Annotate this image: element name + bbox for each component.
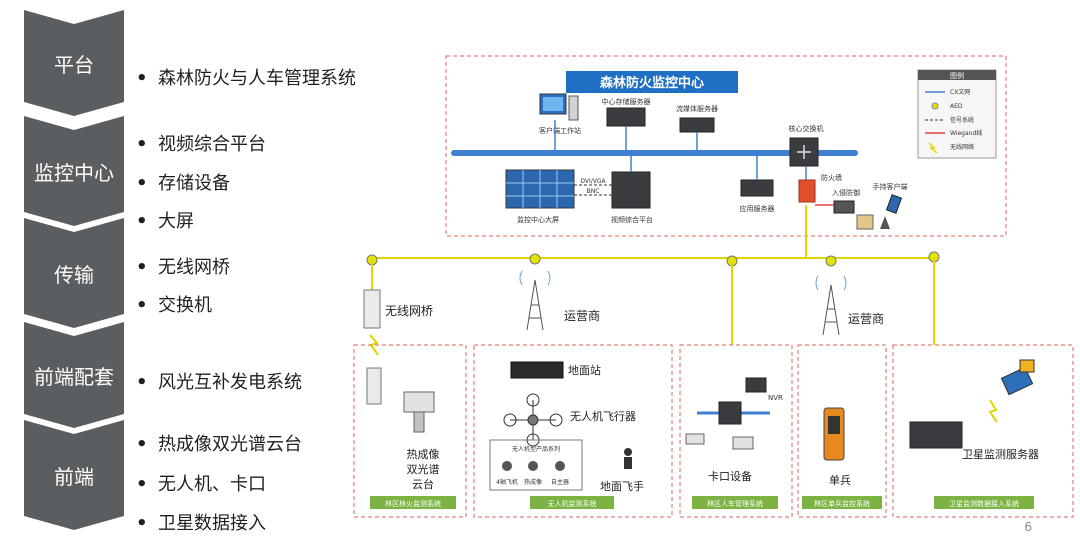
- ground-pilot-icon: [624, 448, 632, 469]
- satellite-server-icon: [909, 421, 963, 449]
- group-item: 热成像: [407, 448, 440, 461]
- satellite-icon: [1000, 359, 1035, 396]
- access-switch-icon: [718, 401, 742, 425]
- video-wall-icon: [505, 169, 575, 209]
- stream-label: 流媒体服务器: [676, 104, 718, 113]
- group-caption: 林区人车管理系统: [707, 499, 763, 508]
- tier-transmission: 传输: [24, 218, 124, 328]
- gateway-icon: [833, 200, 855, 214]
- group-caption: 卫星监测数据接入系统: [949, 499, 1019, 508]
- client-workstation-icon: [539, 93, 579, 121]
- tier-frontend: 前端: [24, 420, 124, 530]
- gateway-label: 入侵防御: [832, 188, 860, 197]
- tier-panel: 平台 •森林防火与人车管理系统 监控中心 •视频综合平台 •存储设备 •大屏 传…: [0, 0, 430, 538]
- operator-label-right: 运营商: [848, 311, 884, 326]
- bullet-item: •存储设备: [136, 173, 230, 194]
- group-frame: [353, 344, 467, 518]
- group-item: 双光谱: [407, 462, 440, 476]
- tier-label: 监控中心: [34, 160, 114, 185]
- core-switch-label: 核心交换机: [789, 124, 824, 133]
- legend-item: AED: [950, 103, 963, 110]
- operator-label-left: 运营商: [564, 308, 600, 323]
- ground-station-icon: [510, 361, 564, 379]
- center-title: 森林防火监控中心: [600, 75, 704, 91]
- bullet-item: •风光互补发电系统: [136, 372, 302, 393]
- group-item: 地面站: [568, 363, 601, 377]
- tier-platform: 平台: [24, 10, 124, 116]
- page-number: 6: [1024, 520, 1032, 534]
- legend-item: Wiegand线: [950, 129, 982, 137]
- tier-label: 平台: [54, 52, 94, 77]
- legend-item: CX文网: [950, 88, 970, 96]
- drone-icon: [503, 393, 563, 447]
- group-frame: [892, 344, 1074, 518]
- storage-server-icon: [606, 107, 646, 127]
- bullet-item: •无人机、卡口: [136, 474, 266, 495]
- tier-monitoring-center: 监控中心: [24, 116, 124, 226]
- legend-item: 无线网络: [950, 143, 974, 151]
- group-item: 云台: [412, 477, 434, 491]
- tier-label: 传输: [54, 262, 94, 287]
- firewall-label: 防火墙: [821, 173, 842, 182]
- tier-frontend-support: 前端配套: [24, 322, 124, 428]
- bullet-item: •视频综合平台: [136, 134, 266, 155]
- thermal-camera-icon: [403, 391, 435, 433]
- group-item: 无人机飞行器: [570, 409, 636, 423]
- bnc-label: BNC: [587, 188, 600, 195]
- checkpoint-camera-icon: [685, 433, 705, 445]
- checkpoint-camera-icon: [732, 436, 754, 450]
- legend-title: 图例: [950, 71, 964, 80]
- video-wall-label: 监控中心大屏: [517, 215, 559, 224]
- mobile-client-icon: [885, 194, 903, 214]
- mobile-label: 手持客户端: [873, 182, 908, 191]
- dvi-label: DVI/VGA: [580, 178, 606, 185]
- storage-label: 中心存储服务器: [602, 97, 651, 106]
- bullet-item: •森林防火与人车管理系统: [136, 68, 356, 89]
- drone-series-item: 自主器: [551, 478, 569, 486]
- group-item: 卫星监测服务器: [962, 448, 1039, 461]
- bullet-item: •无线网桥: [136, 257, 230, 278]
- cell-tower-icon: [815, 275, 847, 336]
- group-caption: 林区单兵监控系统: [814, 499, 870, 508]
- drone-series-item: 热成像: [524, 478, 542, 486]
- client-label: 客户端工作站: [539, 126, 581, 135]
- tier-label: 前端: [54, 464, 94, 489]
- group-item: 卡口设备: [708, 469, 752, 483]
- app-server-label: 应用服务器: [740, 204, 775, 213]
- group-frame: [797, 344, 887, 518]
- stream-server-icon: [679, 117, 715, 133]
- video-platform-icon: [611, 171, 651, 209]
- group-caption: 无人机监测系统: [548, 499, 597, 508]
- wireless-bridge-icon: [363, 289, 381, 329]
- drone-series-item: 4轴飞机: [496, 478, 518, 486]
- group-item: 单兵: [829, 474, 851, 487]
- group-frame: [473, 344, 673, 518]
- group-item: 地面飞手: [600, 479, 644, 493]
- bullet-item: •卫星数据接入: [136, 513, 266, 534]
- group-caption: 林区林火监测系统: [385, 499, 441, 508]
- app-server-icon: [740, 179, 774, 197]
- bullet-item: •大屏: [136, 211, 194, 232]
- cell-tower-icon: [519, 270, 551, 331]
- video-platform-label: 视频综合平台: [611, 215, 653, 224]
- group-item: NVR: [768, 394, 783, 402]
- tier-label: 前端配套: [34, 364, 114, 389]
- drone-series-title: 无人机型产品系列: [512, 445, 560, 453]
- legend-item: 信号系统: [950, 116, 974, 124]
- bullet-item: •交换机: [136, 295, 212, 316]
- bridge-label: 无线网桥: [385, 304, 433, 318]
- legend: 图例 CX文网 AED 信号系统 Wiegand线 无线网络: [917, 69, 997, 159]
- center-title-bar: [566, 71, 738, 93]
- group-frame: [679, 344, 793, 518]
- nvr-icon: [745, 377, 767, 393]
- bullet-item: •热成像双光谱云台: [136, 434, 302, 455]
- firewall-icon: [798, 179, 816, 203]
- monitoring-center-frame: [445, 55, 1007, 237]
